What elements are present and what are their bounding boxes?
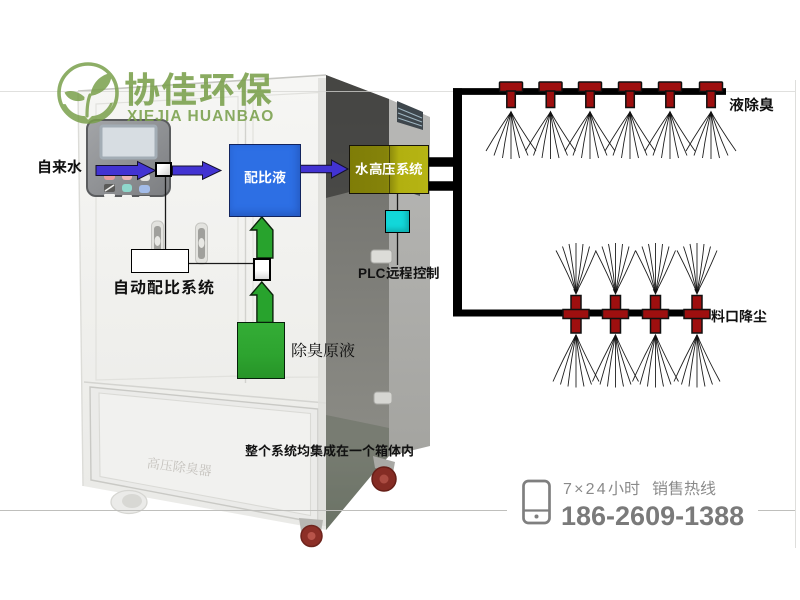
top-spray-fans bbox=[485, 111, 737, 159]
vent-grille-top bbox=[397, 101, 423, 130]
lower-panel-inner bbox=[98, 392, 312, 517]
dust-suppression-label bbox=[711, 308, 767, 324]
bottom-spray-arrowheads bbox=[573, 289, 700, 340]
leaf-left bbox=[64, 91, 85, 102]
contact-hotline bbox=[652, 480, 716, 498]
front-horizontal-seam bbox=[83, 381, 327, 404]
logo-company-name-en: XIEJIA HUANBAO bbox=[127, 108, 275, 125]
logo-leaf-icon bbox=[57, 62, 119, 124]
mixing-liquid-box bbox=[228, 144, 301, 217]
leaf-right bbox=[90, 73, 112, 96]
valve-box-1 bbox=[155, 161, 172, 177]
contact-phone-number: 186-2609-1388 bbox=[561, 501, 745, 531]
stock-solution-label bbox=[291, 342, 355, 362]
pipes bbox=[429, 88, 726, 317]
pump-box-label bbox=[355, 161, 423, 177]
front-corner-shade bbox=[318, 78, 326, 526]
decor-line-top bbox=[0, 90, 795, 92]
arrow-stock-to-valve2 bbox=[249, 280, 274, 324]
top-spray-arrowheads bbox=[508, 110, 714, 117]
bottom-spray-nozzles bbox=[562, 294, 711, 334]
arrow-valve2-to-mixer bbox=[249, 215, 274, 259]
integration-note bbox=[245, 444, 414, 459]
arrow-valve-to-mixer bbox=[172, 160, 223, 181]
hand-right bbox=[86, 102, 113, 122]
cabinet-left-edge bbox=[77, 90, 84, 487]
plc-remote-box bbox=[385, 209, 410, 233]
decor-line-bottom-right bbox=[758, 510, 795, 511]
auto-ratio-label bbox=[113, 278, 215, 299]
side-face-lower-tint bbox=[326, 415, 389, 530]
contact-hours: 7×24 bbox=[563, 480, 640, 498]
plc-remote-label: PLC bbox=[358, 266, 440, 282]
top-spray-nozzles bbox=[498, 81, 724, 109]
auto-ratio-box bbox=[131, 249, 189, 273]
hinge-lower bbox=[373, 391, 393, 405]
phone-icon bbox=[522, 479, 551, 525]
high-pressure-water-box bbox=[348, 144, 429, 194]
caster-wheels bbox=[110, 456, 397, 548]
decor-line-bottom-left bbox=[0, 510, 507, 511]
vent-slats bbox=[397, 107, 423, 127]
arrow-tapwater-to-valve bbox=[95, 160, 157, 181]
stock-solution-box bbox=[237, 322, 285, 379]
door-handles bbox=[151, 220, 208, 265]
hinge-upper bbox=[370, 249, 393, 264]
contact-hours-line: 7×24 bbox=[563, 480, 716, 499]
tap-water-label bbox=[37, 158, 82, 177]
cabinet-top-edge bbox=[77, 74, 327, 92]
valve-box-2 bbox=[253, 258, 271, 281]
decor-line-right bbox=[795, 80, 796, 548]
hand-left bbox=[63, 104, 90, 122]
mixing-box-label bbox=[244, 169, 286, 185]
leaf-stem bbox=[85, 93, 92, 118]
panel-screen bbox=[99, 124, 158, 160]
liquid-deodorize-label bbox=[729, 96, 774, 115]
arrow-mixer-to-pump bbox=[300, 159, 350, 179]
